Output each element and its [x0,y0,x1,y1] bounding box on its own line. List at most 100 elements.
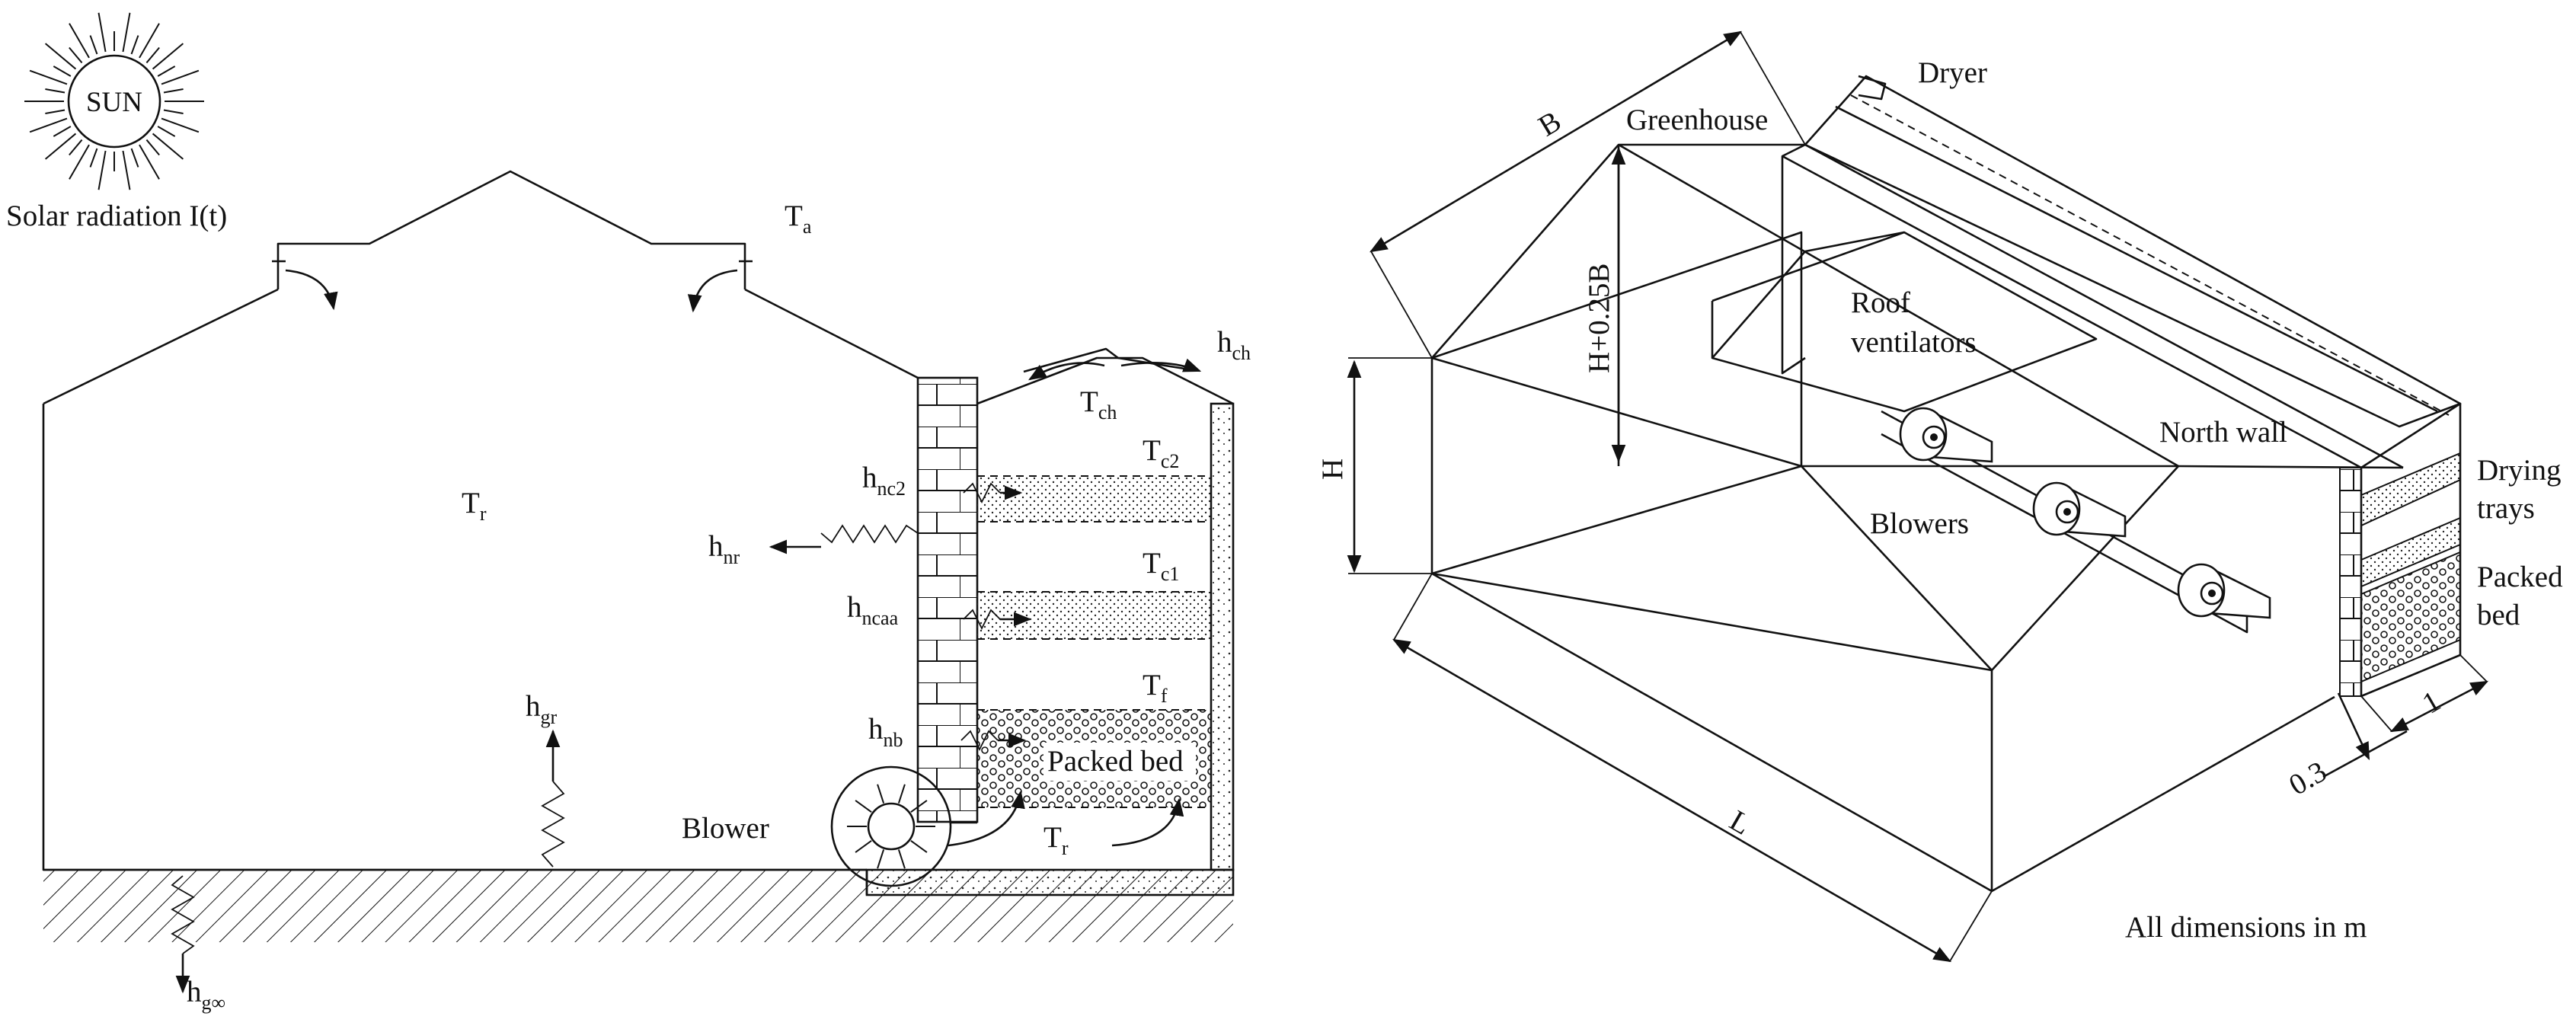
sun-label: SUN [86,87,142,118]
sun-ray [152,133,184,160]
dim-b [1369,30,1743,253]
sun-ray [139,23,160,59]
chimney-arrow-left [1028,362,1105,381]
tray2-temp-label: Tc2 [1143,434,1179,472]
hnc2-label: hnc2 [862,462,906,500]
sun-ray [53,66,72,77]
sun-ray [157,66,176,77]
fan-blade [855,840,872,853]
room-temp-label: Tr [462,487,487,525]
dim-03-label: 0.3 [2284,755,2332,802]
blower-icon [1899,407,1993,463]
packed-bed-label-1: Packed [2477,561,2563,593]
sun-ray [44,43,77,70]
greenhouse-left-roof [43,288,279,405]
chimney-coefficient-label: hch [1217,326,1251,364]
ground-loss-label: hg∞ [187,976,225,1014]
sun-ray [69,144,90,180]
sun-ray [97,150,107,190]
sun-ray [69,46,83,64]
vent-arrow-right [687,269,738,313]
chimney-temp-label: Tch [1080,385,1117,423]
sun-ray [152,43,184,70]
sun-ray [163,88,184,94]
ambient-temp-label: Ta [785,200,812,238]
sun-ray [161,69,200,85]
hnr-label: hnr [708,530,740,568]
roof-ventilator [276,170,746,289]
dim-l [1392,638,1952,963]
bed-temp-label: Tf [1143,669,1168,707]
sun-ray [139,144,160,180]
fan-blade [877,784,885,804]
sun-ray [130,35,139,55]
lower-tray-iso [2360,516,2461,588]
sun-ray [69,139,83,156]
fan-blade [877,849,885,869]
drying-trays-label-1: Drying [2477,454,2562,487]
greenhouse-right-roof [744,288,919,379]
upper-drying-tray [977,476,1211,522]
fan-blade [855,800,872,813]
packed-bed-label: Packed bed [1047,745,1184,778]
hnb-label: hnb [868,713,903,751]
north-wall-label: North wall [2159,416,2287,449]
sun-ray [161,117,200,133]
tray1-temp-label: Tc1 [1143,547,1179,585]
blowers-label: Blowers [1870,507,1969,540]
dryer-label: Dryer [1918,56,1987,89]
drying-trays-label-2: trays [2477,492,2535,525]
sun-ray [145,46,160,64]
sun-ray [122,12,131,53]
greenhouse-roof [42,404,867,871]
sun-ray [45,109,66,114]
lower-drying-tray [977,592,1211,639]
dim-03 [2337,692,2370,761]
packed-bed-iso [2360,551,2461,683]
blower-label: Blower [682,812,769,845]
airflow-arrow-2 [1111,797,1184,847]
sun-ray [29,69,68,85]
dim-l-label: L [1724,804,1756,842]
fan-blade [897,849,906,869]
fan-blade [910,840,928,853]
roof-ventilator-box [1711,231,2098,413]
dryer-front-brick [2339,467,2362,697]
sun-ray [130,148,139,168]
packed-bed-label-2: bed [2477,599,2520,631]
ground-conduction-squiggle [171,875,195,954]
sun-ray [122,150,131,190]
chimney-arrow-right [1120,358,1202,372]
fan-blade [910,800,928,813]
inlet-temp-label: Tr [1044,821,1069,859]
sun-ray [97,12,107,53]
sun-ray [145,139,160,156]
dryer-roof [976,356,1234,405]
vent-arrow-left [285,269,338,311]
sun-ray [163,109,184,114]
sun-ray [69,23,90,59]
dimensions-note: All dimensions in m [2125,911,2367,944]
upper-tray-iso [2360,452,2461,527]
fan-blade [897,784,906,804]
sun-ray [44,133,77,160]
sun-ray [53,126,72,137]
blower-icon [2032,481,2127,538]
cross-section-view: SUN Solar radiation I(t) Ta Tr hg∞ hgr [6,12,1251,1014]
ground-room-label: hgr [526,690,558,728]
sun-ray [89,35,98,55]
sun-icon [24,12,204,190]
dryer-right-wall [1210,402,1235,871]
gr-squiggle [541,781,565,868]
solar-radiation-label: Solar radiation I(t) [6,200,227,232]
dim-1 [2389,680,2489,733]
hncaa-label: hncaa [847,591,899,629]
sun-ray [89,148,98,168]
chimney-cap [1023,347,1185,373]
blower-icon [830,765,952,887]
dryer-floor [865,868,1235,896]
sun-ray [29,117,68,133]
dim-h025b-label: H+0.25B [1583,264,1616,373]
sun-ray [45,88,66,94]
